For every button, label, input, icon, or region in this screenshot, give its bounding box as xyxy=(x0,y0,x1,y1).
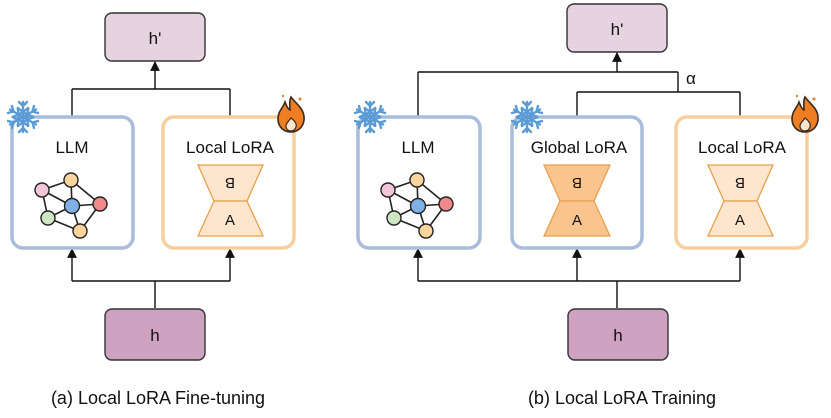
output-label: h' xyxy=(149,29,162,48)
output-label: h' xyxy=(611,20,624,39)
local-lora-a-trapezoid xyxy=(706,200,775,237)
input-box xyxy=(104,308,206,361)
input-label: h xyxy=(150,326,159,345)
diagram-b: h' α LLM Global LoRA B A xyxy=(353,3,819,408)
global-lora-a-label: A xyxy=(572,212,582,229)
global-lora-a-trapezoid xyxy=(542,200,612,237)
lora-a-trapezoid xyxy=(196,200,265,237)
flame-icon xyxy=(791,94,819,133)
output-box xyxy=(104,12,206,62)
global-lora-b-label: B xyxy=(572,174,582,191)
snowflake-icon xyxy=(510,100,544,134)
caption-b: (b) Local LoRA Training xyxy=(528,388,716,408)
local-lora-label: Local LoRA xyxy=(698,138,787,157)
input-label: h xyxy=(613,326,622,345)
lora-b-label: B xyxy=(225,174,235,191)
diagram-a: h' LLM Local LoRA B A h (a) Local LoRA xyxy=(6,12,305,408)
local-lora-a-label: A xyxy=(735,212,745,229)
llm-label: LLM xyxy=(401,138,434,157)
snowflake-icon xyxy=(353,100,387,134)
local-lora-label: Local LoRA xyxy=(186,138,275,157)
alpha-label: α xyxy=(686,69,696,88)
output-box xyxy=(566,3,668,53)
flame-icon xyxy=(277,94,305,133)
input-box xyxy=(567,308,669,361)
caption-a: (a) Local LoRA Fine-tuning xyxy=(51,388,265,408)
llm-label: LLM xyxy=(55,138,88,157)
local-lora-b-label: B xyxy=(735,174,745,191)
global-lora-label: Global LoRA xyxy=(531,138,628,157)
lora-a-label: A xyxy=(225,212,235,229)
snowflake-icon xyxy=(6,100,40,134)
